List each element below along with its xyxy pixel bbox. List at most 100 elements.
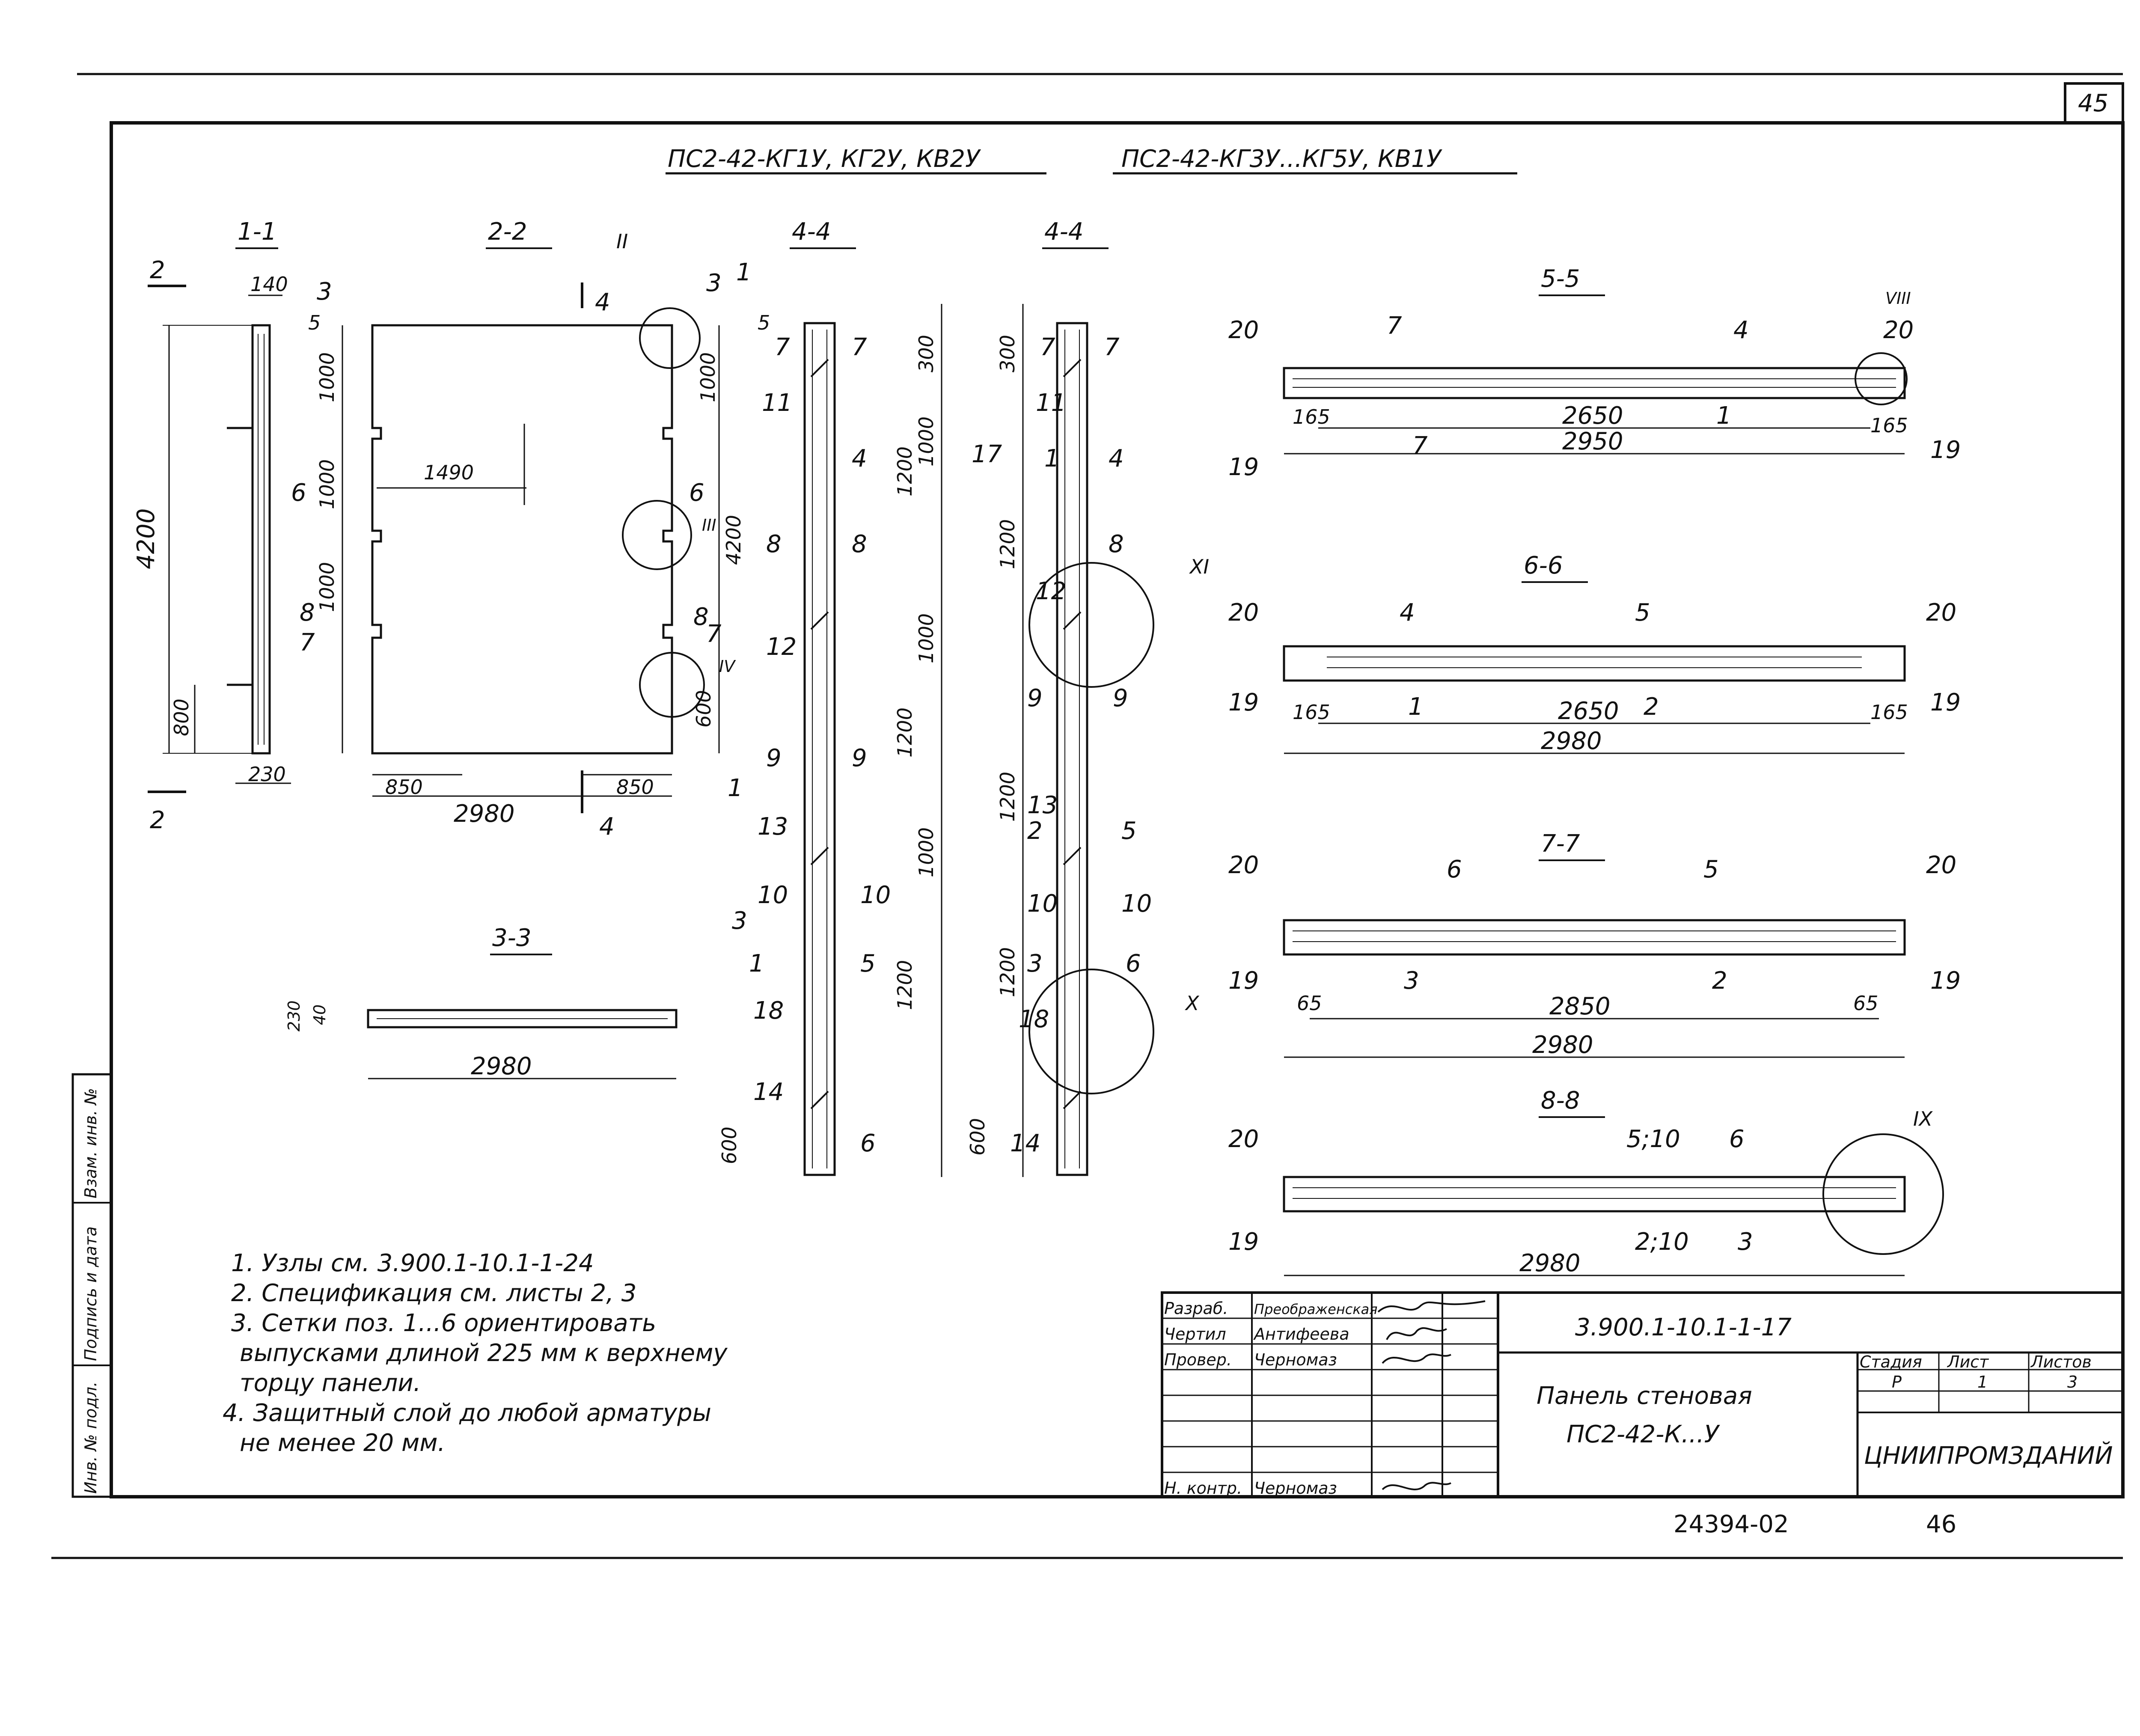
svg-text:1000: 1000 [315, 562, 339, 612]
side-stamp: Инв. № подл. Подпись и дата Взам. инв. № [71, 1073, 113, 1498]
tb-organization: ЦНИИПРОМЗДАНИЙ [1864, 1442, 2113, 1470]
svg-text:7: 7 [1412, 432, 1428, 460]
header-left-title: ПС2-42-КГ1У, КГ2У, КВ2У [668, 145, 981, 173]
svg-text:2: 2 [1644, 693, 1659, 721]
svg-text:7: 7 [1104, 333, 1120, 361]
tb-role-normcontrol: Н. контр. [1164, 1479, 1242, 1498]
svg-text:1: 1 [749, 950, 764, 978]
tb-doc-code: 3.900.1-10.1-1-17 [1575, 1314, 1792, 1341]
svg-text:7: 7 [775, 333, 790, 361]
svg-text:1000: 1000 [315, 459, 339, 509]
svg-text:4: 4 [1400, 599, 1415, 627]
page-number-box [2064, 82, 2124, 124]
svg-text:4200: 4200 [722, 515, 745, 565]
drawing-frame [110, 121, 2125, 1498]
svg-text:10: 10 [1027, 890, 1058, 918]
dim-1-1-height: 4200 [132, 508, 160, 569]
svg-text:4: 4 [1109, 445, 1124, 473]
tb-title-line1: Панель стеновая [1537, 1382, 1752, 1410]
svg-text:11: 11 [1036, 389, 1066, 417]
svg-text:19: 19 [1228, 967, 1259, 995]
note-1: 1. Узлы см. 3.900.1-10.1-1-24 [231, 1249, 594, 1277]
svg-text:7: 7 [852, 333, 867, 361]
node-circle-XI [1028, 562, 1154, 688]
svg-text:3: 3 [317, 278, 332, 306]
section-4-4-right-label: 4-4 [1044, 218, 1083, 246]
dim-7-7-2980: 2980 [1532, 1031, 1593, 1059]
svg-text:10: 10 [758, 881, 788, 909]
svg-text:1200: 1200 [996, 947, 1019, 997]
tb-sheets-label: Листов [2030, 1353, 2092, 1371]
note-3: 3. Сетки поз. 1...6 ориентировать [231, 1309, 656, 1337]
svg-text:600: 600 [966, 1118, 989, 1156]
svg-text:1000: 1000 [696, 352, 719, 402]
stamp-sign-label: Подпись и дата [81, 1226, 100, 1361]
svg-text:19: 19 [1228, 453, 1259, 481]
footer-page: 46 [1926, 1510, 1956, 1538]
note-4: 4. Защитный слой до любой арматуры [223, 1399, 711, 1427]
svg-text:17: 17 [972, 440, 1002, 468]
svg-text:19: 19 [1228, 1228, 1259, 1256]
tb-role-checker: Провер. [1164, 1350, 1232, 1369]
svg-text:12: 12 [766, 633, 797, 661]
section-4-4-right: 4-4 300 1200 1200 1200 600 7 7 11 1 4 17… [966, 218, 1209, 1177]
section-8-8-label: 8-8 [1541, 1087, 1580, 1115]
svg-text:19: 19 [1930, 967, 1961, 995]
svg-text:3: 3 [706, 269, 722, 297]
svg-text:20: 20 [1926, 599, 1956, 627]
svg-text:14: 14 [753, 1078, 784, 1106]
node-circle-III [622, 500, 692, 570]
tb-stage-label: Стадия [1860, 1353, 1922, 1371]
cut-marker-2-bottom: 2 [150, 806, 165, 834]
stamp-inv-label: Инв. № подл. [81, 1382, 100, 1494]
svg-text:1000: 1000 [915, 613, 938, 663]
svg-text:5: 5 [308, 311, 321, 334]
header-right-title: ПС2-42-КГ3У...КГ5У, КВ1У [1121, 145, 1443, 173]
svg-text:6: 6 [860, 1130, 876, 1157]
svg-text:6: 6 [689, 479, 704, 507]
svg-text:1000: 1000 [915, 416, 938, 467]
svg-text:5;10: 5;10 [1626, 1125, 1680, 1153]
svg-text:230: 230 [285, 1000, 303, 1031]
svg-text:300: 300 [996, 335, 1019, 372]
svg-text:6: 6 [1729, 1125, 1745, 1153]
section-8-8: 8-8 2980 20 5;10 6 2;10 3 19 IX [1228, 1087, 1944, 1277]
tb-name-drafter: Антифеева [1253, 1325, 1349, 1344]
svg-text:165: 165 [1870, 701, 1908, 724]
svg-text:1: 1 [1408, 693, 1424, 721]
title-block: Разраб. Чертил Провер. Н. контр. Преобра… [1161, 1291, 2124, 1498]
svg-text:1000: 1000 [315, 352, 339, 402]
svg-text:10: 10 [860, 881, 891, 909]
svg-text:IX: IX [1913, 1107, 1933, 1130]
cut-marker-2-top: 2 [150, 256, 165, 284]
node-circle-VIII [1855, 352, 1908, 405]
svg-text:7: 7 [706, 620, 722, 648]
section-6-6: 6-6 2980 2650 165 165 20 20 4 5 1 2 19 1… [1228, 552, 1961, 755]
section-4-4-left-label: 4-4 [792, 218, 831, 246]
svg-text:1000: 1000 [915, 827, 938, 877]
svg-text:19: 19 [1228, 689, 1259, 716]
dim-5-5-2950: 2950 [1562, 428, 1623, 455]
svg-text:9: 9 [1027, 684, 1043, 712]
node-circle-II [639, 307, 701, 369]
svg-text:300: 300 [915, 335, 938, 372]
svg-text:165: 165 [1870, 414, 1908, 437]
svg-text:1: 1 [1716, 402, 1732, 430]
svg-text:3: 3 [1027, 950, 1043, 978]
svg-text:2650: 2650 [1558, 697, 1619, 725]
svg-text:165: 165 [1293, 405, 1330, 428]
svg-text:2: 2 [1712, 967, 1727, 995]
svg-text:2: 2 [1027, 817, 1043, 845]
tb-sheets-value: 3 [2067, 1373, 2078, 1391]
svg-text:7: 7 [300, 629, 315, 657]
dim-1-1-800: 800 [170, 699, 193, 736]
svg-text:6: 6 [291, 479, 306, 507]
tb-name-developer: Преображенская [1254, 1301, 1378, 1317]
svg-text:6: 6 [1447, 856, 1462, 883]
svg-text:VIII: VIII [1885, 289, 1911, 308]
dim-8-8-2980: 2980 [1519, 1249, 1581, 1277]
section-5-5: 5-5 2950 2650 165 165 20 7 4 20 VIII 7 1… [1228, 265, 1961, 481]
svg-text:1: 1 [728, 774, 743, 802]
svg-text:9: 9 [766, 744, 782, 772]
svg-text:2;10: 2;10 [1635, 1228, 1689, 1256]
